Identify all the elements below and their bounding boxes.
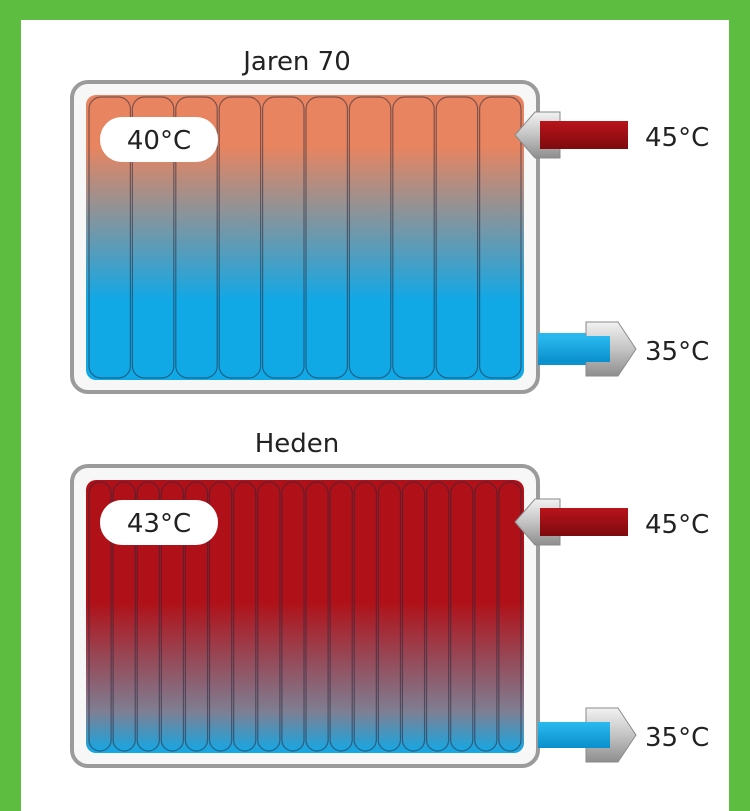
radiator-panel: [86, 480, 524, 753]
radiator-title: Jaren 70: [241, 47, 351, 77]
radiator-column: [112, 481, 136, 752]
radiator-title: Heden: [255, 429, 340, 459]
inlet-temp-label: 45°C: [645, 510, 709, 540]
radiator-column: [401, 481, 426, 752]
green-frame-top: [0, 0, 750, 20]
radiator-column: [281, 481, 305, 752]
radiator-column: [88, 481, 112, 752]
green-frame-left: [0, 0, 21, 811]
radiator-column: [131, 96, 175, 379]
radiator-column: [425, 481, 450, 752]
outlet-pipe: 35°C: [538, 321, 709, 377]
radiator-column: [262, 96, 305, 379]
radiator-column: [233, 481, 257, 752]
radiator-columns: [88, 96, 522, 379]
radiator-column: [305, 96, 349, 379]
radiator-column: [435, 96, 479, 379]
radiator-today: Heden 43°C 45°C 35°C: [70, 429, 709, 768]
radiator-column: [257, 481, 281, 752]
radiator-column: [175, 96, 218, 379]
surface-temp-label: 40°C: [127, 126, 191, 156]
radiator-column: [136, 481, 160, 752]
outlet-temp-label: 35°C: [645, 723, 709, 753]
surface-temp-badge: 40°C: [100, 117, 218, 162]
radiator-panel: [86, 95, 524, 380]
radiator-1970s: Jaren 70 40°C 45°C 35°C: [70, 47, 709, 394]
radiator-column: [208, 481, 233, 752]
outlet-temp-label: 35°C: [645, 337, 709, 367]
radiator-column: [474, 481, 498, 752]
radiator-column: [353, 481, 377, 752]
radiator-column: [184, 481, 209, 752]
radiator-column: [377, 481, 402, 752]
radiator-column: [348, 96, 392, 379]
inlet-pipe: 45°C: [514, 111, 709, 159]
radiator-column: [479, 96, 522, 379]
surface-temp-label: 43°C: [127, 509, 191, 539]
radiator-column: [392, 96, 435, 379]
inlet-pipe: 45°C: [514, 498, 709, 546]
radiator-column: [498, 481, 522, 752]
radiator-columns: [88, 481, 522, 752]
surface-temp-badge: 43°C: [100, 500, 218, 545]
outlet-pipe: 35°C: [538, 707, 709, 763]
radiator-column: [450, 481, 474, 752]
radiator-column: [88, 96, 132, 379]
green-frame-right: [729, 0, 750, 811]
radiator-column: [329, 481, 353, 752]
radiator-column: [305, 481, 329, 752]
radiator-column: [218, 96, 262, 379]
inlet-temp-label: 45°C: [645, 123, 709, 153]
radiator-column: [160, 481, 185, 752]
